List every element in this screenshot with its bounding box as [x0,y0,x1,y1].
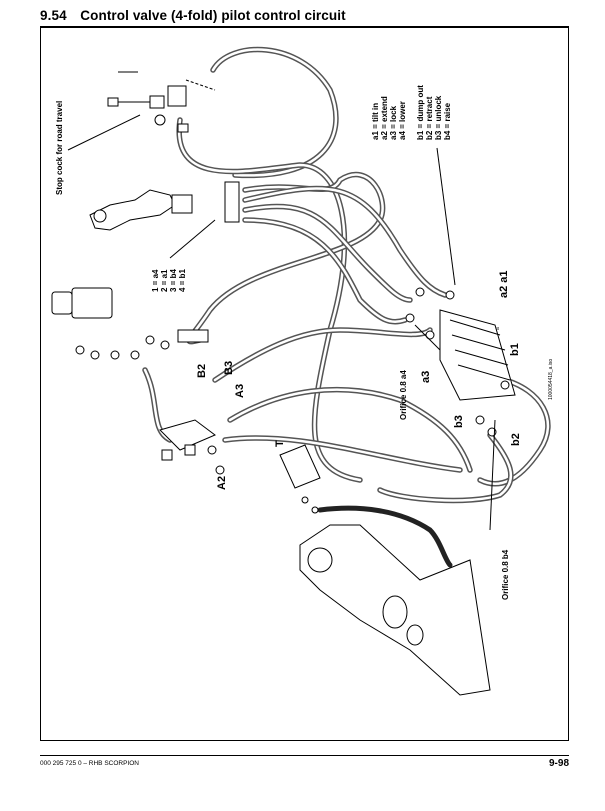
manifold-block [159,419,225,475]
port-label-B2: B2 [196,364,208,378]
image-reference: 1000054418_a.iso [548,359,554,400]
pilot-joystick [89,181,240,231]
legend-right-a2: a2 = extend [380,96,389,140]
valve-label-orifice-b4: Orifice 0.8 b4 [501,549,510,600]
footer-rule [40,755,569,756]
legend-right-b2: b2 = retract [425,96,434,140]
title-rule [40,26,569,27]
stop-cock [107,71,216,133]
valve-label-a3: a3 [420,371,432,383]
port-label-T: T [274,440,286,447]
legend-left-4: 4 = b1 [178,269,187,292]
valve-label-a2-a1: a2 a1 [498,270,510,298]
left-fittings [75,329,209,360]
valve-label-small-a: a [495,327,501,330]
legend-right-a1: a1 = tilt in [371,103,380,140]
port-label-A2: A2 [216,476,228,490]
hose-lines [142,46,551,568]
pilot-filter [51,287,113,319]
legend-right: a1 = tilt in a2 = extend a3 = lock a4 = … [371,85,452,140]
valve-label-b3: b3 [453,415,465,428]
legend-left-3: 3 = b4 [169,269,178,292]
valve-label-b2: b2 [510,433,522,446]
control-valve [405,287,516,437]
legend-right-a4: a4 = lower [398,101,407,140]
legend-right-b1: b1 = dump out [416,85,425,140]
footer-document-id: 000 295 725 0 – RHB SCORPION [40,760,139,767]
loader-housing [299,524,491,696]
valve-label-b1: b1 [509,343,521,356]
stop-cock-label: Stop cock for road travel [55,101,64,195]
legend-right-a3: a3 = lock [389,105,398,140]
return-block [279,444,321,514]
legend-right-b4: b4 = raise [443,102,452,140]
legend-right-b3: b3 = unlock [434,95,443,140]
legend-left: 1 = a4 2 = a1 3 = b4 4 = b1 [151,269,187,292]
valve-label-orifice-a4: Orifice 0.8 a4 [399,370,408,420]
legend-left-1: 1 = a4 [151,269,160,292]
port-label-A3: A3 [234,384,246,398]
legend-left-2: 2 = a1 [160,269,169,292]
diagram-frame [40,27,569,741]
footer-page-number: 9-98 [548,758,569,769]
port-label-B3: B3 [223,361,235,375]
leader-lines [67,114,496,531]
page-title: 9.54 Control valve (4-fold) pilot contro… [40,8,346,23]
